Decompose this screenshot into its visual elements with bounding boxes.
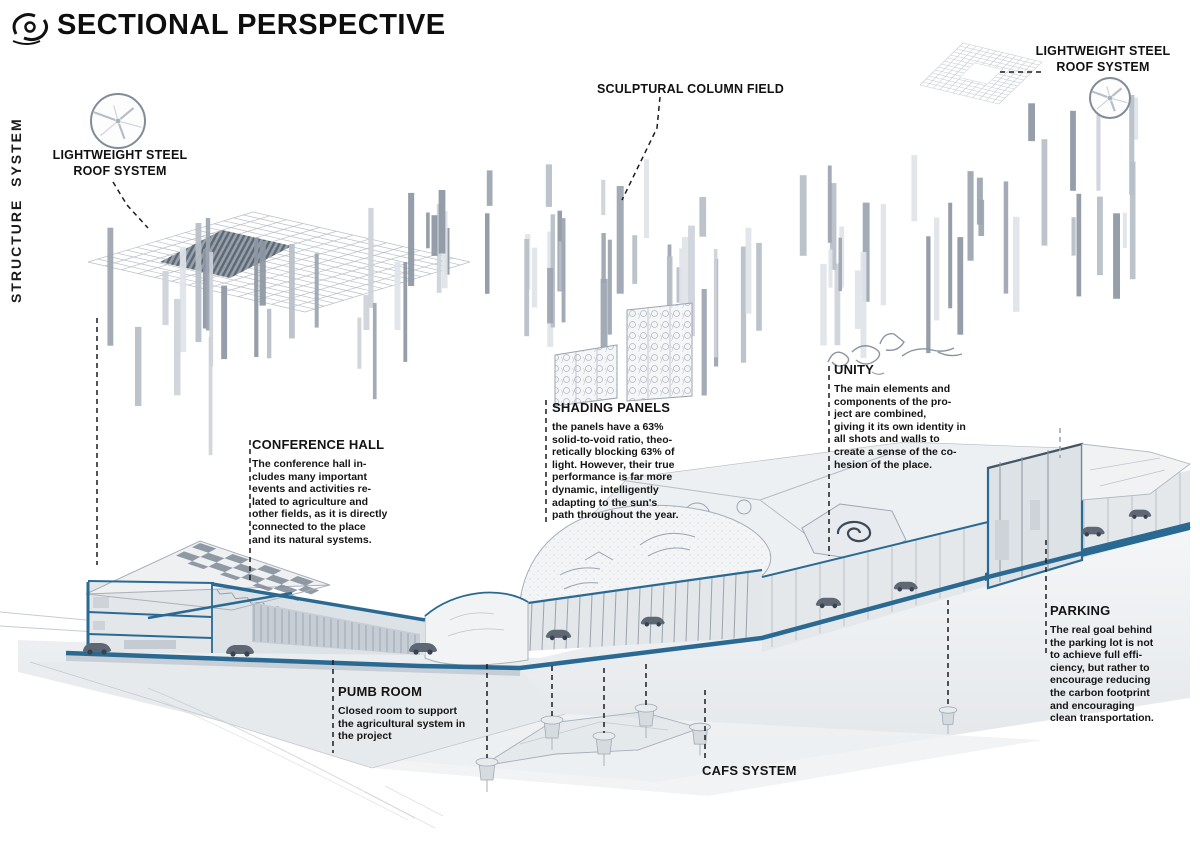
logo-spiral-icon bbox=[12, 13, 49, 45]
annotation-body: Closed room to support the agricultural … bbox=[338, 705, 466, 743]
side-vertical-label: STRUCTURE SYSTEM bbox=[8, 117, 24, 303]
roof-slab-dark bbox=[160, 230, 292, 278]
annotation-shading-panels: SHADING PANELS the panels have a 63% sol… bbox=[552, 400, 724, 522]
roof-mesh-right bbox=[919, 42, 1043, 105]
detail-circle-left bbox=[90, 93, 146, 149]
annotation-conference-hall: CONFERENCE HALL The conference hall in- … bbox=[252, 437, 427, 546]
annotation-title: CONFERENCE HALL bbox=[252, 437, 385, 452]
page-title: SECTIONAL PERSPECTIVE bbox=[57, 9, 446, 41]
annotation-pumb-room: PUMB ROOM Closed room to support the agr… bbox=[338, 684, 508, 743]
annotation-body: The real goal behind the parking lot is … bbox=[1050, 624, 1154, 725]
detail-circle-right bbox=[1089, 77, 1131, 119]
callout-column-field: SCULPTURAL COLUMN FIELD bbox=[597, 82, 784, 96]
unity-sketch bbox=[827, 333, 963, 375]
annotation-title: UNITY bbox=[834, 362, 874, 377]
annotation-title: PARKING bbox=[1050, 603, 1111, 618]
annotation-title: SHADING PANELS bbox=[552, 400, 671, 415]
annotation-title: PUMB ROOM bbox=[338, 684, 423, 699]
sculptural-column-field bbox=[107, 95, 1139, 456]
annotation-cafs-system: CAFS SYSTEM bbox=[702, 763, 852, 784]
leader-lines bbox=[96, 71, 1061, 760]
annotation-body: The main elements and components of the … bbox=[834, 383, 966, 471]
callout-roof-system-right: LIGHTWEIGHT STEEL ROOF SYSTEM bbox=[1035, 44, 1171, 75]
cafs-piles bbox=[475, 703, 958, 792]
annotation-body: The conference hall in- cludes many impo… bbox=[252, 458, 388, 546]
annotation-parking: PARKING The real goal behind the parking… bbox=[1050, 603, 1200, 725]
shading-panels-graphic bbox=[554, 302, 693, 407]
annotation-title: CAFS SYSTEM bbox=[702, 763, 797, 778]
annotation-body: the panels have a 63% solid-to-void rati… bbox=[552, 421, 679, 522]
annotation-unity: UNITY The main elements and components o… bbox=[834, 362, 1004, 471]
callout-roof-system-left: LIGHTWEIGHT STEEL ROOF SYSTEM bbox=[52, 148, 188, 179]
building-section bbox=[65, 441, 1191, 676]
